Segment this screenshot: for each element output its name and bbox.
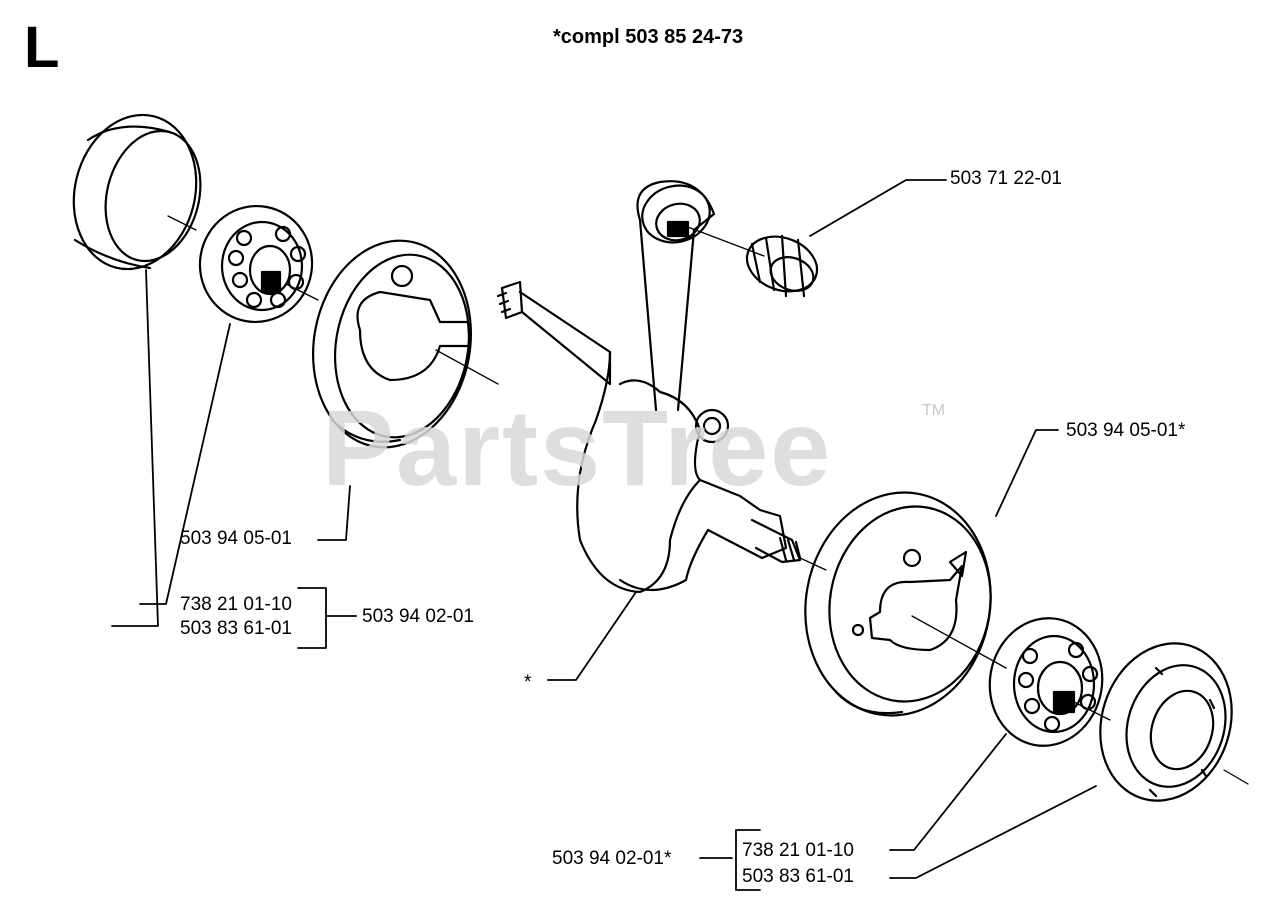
bearing-left-part <box>198 204 314 324</box>
part-label-kit-right[interactable]: 503 94 02-01* <box>552 848 672 869</box>
part-label-seal-right[interactable]: 503 83 61-01 <box>742 866 854 887</box>
bearing-right-part <box>988 617 1104 747</box>
needle-bearing-part <box>745 234 819 298</box>
part-label-bearing-housing-right[interactable]: 503 94 05-01* <box>1066 420 1186 441</box>
seal-left-part <box>72 113 202 271</box>
part-label-crankshaft[interactable]: * <box>524 672 532 693</box>
watermark: PartsTree <box>322 387 833 508</box>
part-label-bearing-left[interactable]: 738 21 01-10 <box>180 594 292 615</box>
watermark-trademark: TM <box>922 402 946 419</box>
part-label-bearing-right[interactable]: 738 21 01-10 <box>742 840 854 861</box>
diagram-title: *compl 503 85 24-73 <box>553 26 744 48</box>
seal-right-part <box>1099 642 1233 802</box>
leader-lines <box>111 179 1097 891</box>
part-label-seal-left[interactable]: 503 83 61-01 <box>180 618 292 639</box>
part-label-kit-left[interactable]: 503 94 02-01 <box>362 606 474 627</box>
part-label-needle-bearing[interactable]: 503 71 22-01 <box>950 168 1062 189</box>
crankcase-half-left-part <box>311 239 473 449</box>
crankshaft-part <box>496 180 802 594</box>
part-label-bearing-housing-left[interactable]: 503 94 05-01 <box>180 528 292 549</box>
assembly-axis-lines <box>167 215 1249 785</box>
section-letter: L <box>24 15 60 80</box>
crankcase-half-right-part <box>804 491 992 717</box>
